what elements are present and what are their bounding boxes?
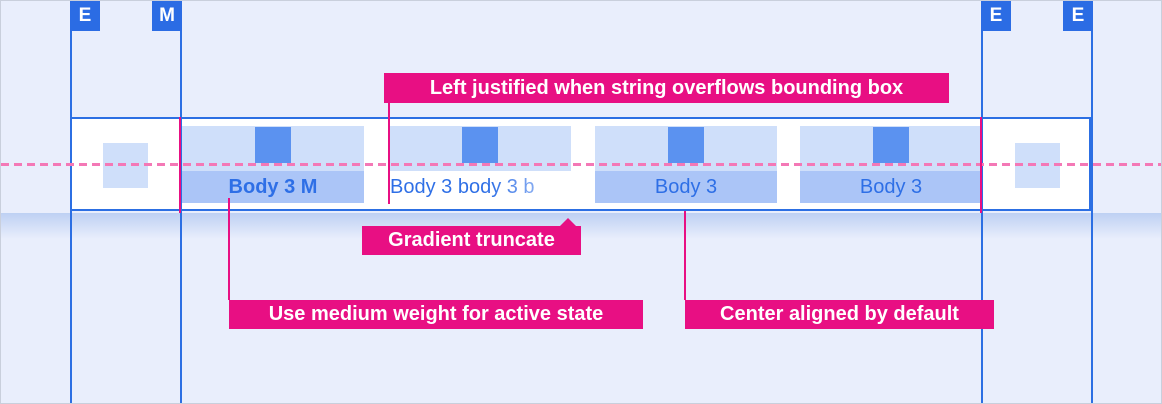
tab-icon-placeholder [462,127,498,163]
annotation-medium-weight: Use medium weight for active state [229,300,643,329]
annotation-pointer-line-overflow [388,102,390,204]
annotation-left-justified: Left justified when string overflows bou… [384,73,949,103]
tab-label: Body 3 M [182,171,364,203]
ruler-marker-m-left: M [152,1,182,31]
center-dashed-guide-line [1,163,1161,166]
tab-icon-placeholder [668,127,704,163]
ruler-marker-label: M [159,5,175,26]
ruler-marker-e-right-inner: E [981,1,1011,31]
tab-label: Body 3 [800,171,982,203]
tab-icon-placeholder [255,127,291,163]
annotation-center-aligned: Center aligned by default [685,300,994,329]
ruler-marker-label: E [1071,5,1085,26]
guide-line-left-inner [180,1,182,403]
guide-line-left-outer [70,1,72,403]
guide-line-right-outer [1091,1,1093,403]
ruler-marker-label: E [989,5,1003,26]
guide-line-right-inner [981,1,983,403]
ruler-marker-label: E [78,5,92,26]
tabbar-shadow [1,213,1161,239]
annotation-pointer-line-center [684,211,686,300]
tab-icon-placeholder [873,127,909,163]
ruler-marker-e-left: E [70,1,100,31]
annotation-pointer-line-right-edge [980,117,982,213]
tab-label-gradient-truncated: Body 3 body 3 b [389,171,572,203]
annotation-pointer-line-left-edge [179,117,181,213]
annotation-pointer-line-active [228,198,230,300]
tab-label: Body 3 [595,171,777,203]
annotation-gradient-truncate: Gradient truncate [362,218,581,255]
ruler-marker-e-right-outer: E [1063,1,1093,31]
